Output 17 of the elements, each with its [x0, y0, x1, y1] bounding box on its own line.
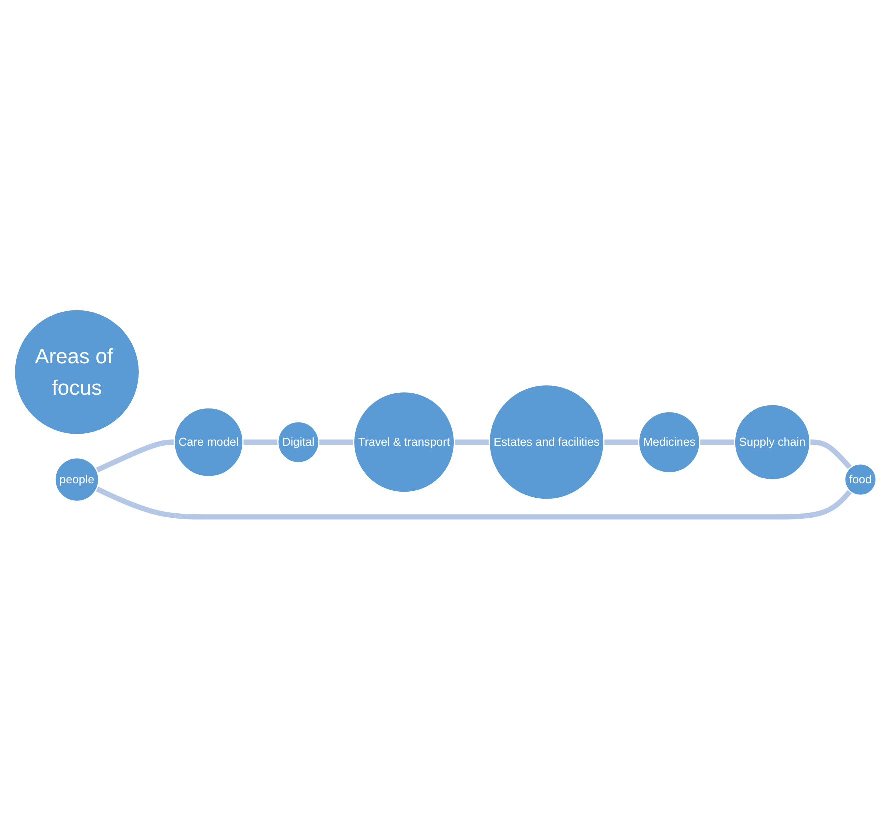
- connector: [604, 440, 639, 446]
- node-circle: Supply chain: [734, 404, 811, 481]
- connector: [96, 486, 852, 520]
- connector: [810, 440, 852, 470]
- node-circle: Travel & transport: [353, 392, 456, 494]
- connector: [454, 440, 490, 446]
- connector: [700, 440, 735, 446]
- node-circle: Digital: [278, 421, 320, 464]
- node-circle: people: [54, 457, 100, 502]
- node-circle: Medicines: [638, 411, 701, 474]
- connector: [319, 440, 354, 446]
- node-circle: Care model: [174, 407, 244, 478]
- connector: [96, 440, 174, 473]
- connector: [243, 440, 278, 446]
- node-circle: food: [844, 464, 877, 496]
- node-circle: Estates and facilities: [488, 384, 605, 500]
- node-circle: Areas of focus: [14, 309, 140, 436]
